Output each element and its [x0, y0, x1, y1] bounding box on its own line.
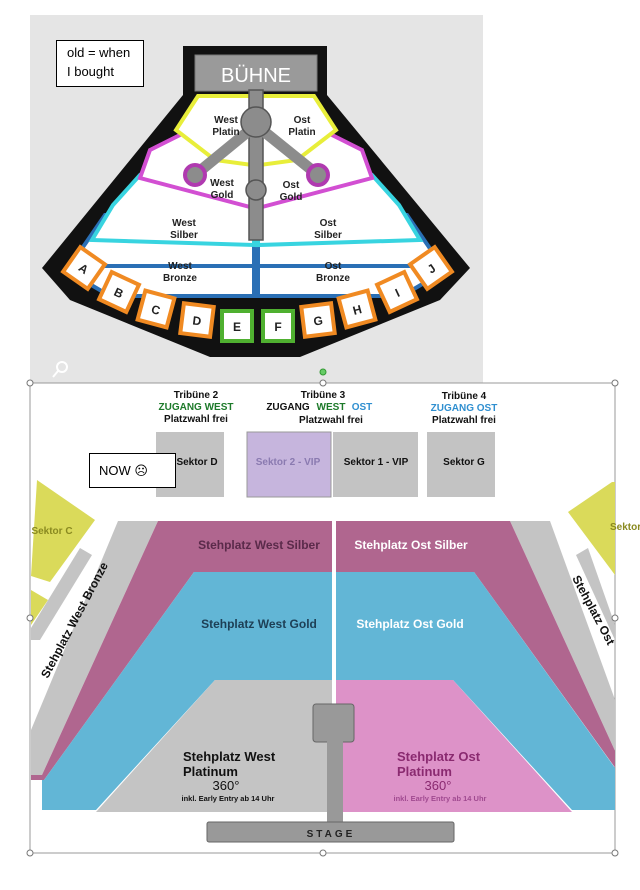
- old-note: old = when I bought: [56, 40, 144, 87]
- ost-platinum-label-1: Stehplatz Ost: [397, 749, 481, 764]
- old-west-bronze-label2: Bronze: [163, 273, 197, 284]
- stehplatz-west-silber[interactable]: [31, 521, 332, 780]
- old-stage-label: BÜHNE: [221, 65, 291, 87]
- old-west-silber-label2: Silber: [170, 230, 198, 241]
- stehplatz-ost-platinum[interactable]: [336, 680, 572, 812]
- stehplatz-west-gold[interactable]: [42, 572, 332, 810]
- svg-text:D: D: [192, 314, 203, 329]
- ost-gold-label: Stehplatz Ost Gold: [356, 617, 463, 631]
- old-ost-gold-label: Ost: [283, 180, 300, 191]
- old-west-bronze-label: West: [168, 261, 192, 272]
- old-west-platin-label: West: [214, 115, 238, 126]
- sektor-1-vip-label: Sektor 1 - VIP: [344, 457, 409, 468]
- stehplatz-ost-silber[interactable]: [336, 521, 626, 790]
- west-silber-label: Stehplatz West Silber: [198, 538, 320, 552]
- old-ost-gold-label2: Gold: [280, 192, 303, 203]
- tribune-2-title: Tribüne 2: [174, 390, 219, 401]
- old-ost-bronze-label: Ost: [325, 261, 342, 272]
- svg-text:G: G: [313, 313, 324, 328]
- old-note-line1: old = when: [67, 45, 131, 60]
- stehplatz-west-bronze[interactable]: [31, 521, 158, 775]
- sektor-g[interactable]: [427, 432, 495, 497]
- tribune-3-title: Tribüne 3: [301, 390, 346, 401]
- old-block-f: F: [261, 309, 295, 343]
- old-west-gold-label: West: [210, 178, 234, 189]
- old-west-silber-label: West: [172, 218, 196, 229]
- old-stage: [194, 54, 318, 92]
- west-platinum-note: inkl. Early Entry ab 14 Uhr: [182, 794, 275, 803]
- now-note: NOW ☹: [89, 453, 176, 488]
- sektor-c[interactable]: [31, 480, 95, 582]
- now-note-text: NOW ☹: [99, 463, 148, 478]
- rotate-handle[interactable]: [319, 368, 327, 376]
- old-west-gold-label2: Gold: [211, 190, 234, 201]
- ost-strip: [576, 548, 615, 640]
- old-block-e: E: [220, 309, 254, 343]
- tribune-3-access-ost: OST: [352, 402, 373, 413]
- old-block-j: J: [407, 244, 455, 292]
- sektor-c-label: Sektor C: [31, 526, 72, 537]
- old-block-i: I: [374, 269, 420, 315]
- stage: [206, 703, 455, 843]
- sektor-d-label: Sektor D: [176, 457, 217, 468]
- ost-platinum-label-2: Platinum: [397, 764, 452, 779]
- old-block-c: C: [135, 288, 177, 330]
- tribune-3-access-west: WEST: [317, 402, 346, 413]
- stage-label: STAGE: [307, 829, 356, 840]
- old-block-b: B: [96, 269, 142, 315]
- tribune-4-access: ZUGANG OST: [431, 403, 498, 414]
- sektor-2-vip-label: Sektor 2 - VIP: [256, 457, 321, 468]
- tribune-4-seat: Platzwahl frei: [432, 415, 496, 426]
- old-block-a: A: [60, 244, 108, 292]
- old-ost-silber-label: Ost: [320, 218, 337, 229]
- stehplatz-west-platinum[interactable]: [96, 680, 332, 812]
- old-catwalk: [183, 89, 330, 241]
- old-west-platin-label2: Platin: [212, 127, 239, 138]
- sektor-right-label: Sektor: [610, 522, 640, 533]
- old-ost-platin-label: Ost: [294, 115, 311, 126]
- west-strip: [31, 548, 92, 640]
- selection-handles[interactable]: [26, 379, 619, 857]
- west-platinum-label-1: Stehplatz West: [183, 749, 276, 764]
- ost-platinum-360: 360°: [425, 778, 452, 793]
- sektor-right[interactable]: [568, 482, 615, 575]
- old-note-line2: I bought: [67, 64, 114, 79]
- svg-text:F: F: [274, 320, 281, 334]
- svg-text:C: C: [150, 302, 162, 318]
- tribune-2-access: ZUGANG WEST: [159, 402, 234, 413]
- sektor-2-vip[interactable]: [246, 431, 332, 498]
- sektor-g-label: Sektor G: [443, 457, 485, 468]
- sektor-c-small: [31, 590, 48, 625]
- old-ost-silber-label2: Silber: [314, 230, 342, 241]
- old-ost-platin-label2: Platin: [288, 127, 315, 138]
- stehplatz-ost-bronze[interactable]: [510, 521, 626, 775]
- zoom-magnifier-icon[interactable]: [52, 361, 68, 378]
- old-block-h: H: [336, 288, 378, 330]
- svg-text:E: E: [233, 320, 241, 334]
- tribune-3-seat: Platzwahl frei: [299, 415, 363, 426]
- old-ost-bronze-label2: Bronze: [316, 273, 350, 284]
- stehplatz-ost-gold[interactable]: [336, 572, 615, 810]
- old-block-g: G: [299, 301, 337, 339]
- ost-silber-label: Stehplatz Ost Silber: [354, 538, 468, 552]
- tribune-2-seat: Platzwahl frei: [164, 414, 228, 425]
- svg-text:I: I: [393, 286, 402, 300]
- tribune-4-title: Tribüne 4: [442, 391, 487, 402]
- west-platinum-360: 360°: [213, 778, 240, 793]
- ost-platinum-note: inkl. Early Entry ab 14 Uhr: [394, 794, 487, 803]
- west-gold-label: Stehplatz West Gold: [201, 617, 317, 631]
- sektor-1-vip[interactable]: [333, 432, 418, 497]
- svg-text:H: H: [351, 302, 363, 318]
- west-platinum-label-2: Platinum: [183, 764, 238, 779]
- old-block-d: D: [178, 301, 216, 339]
- tribune-3-access-prefix: ZUGANG: [266, 402, 310, 413]
